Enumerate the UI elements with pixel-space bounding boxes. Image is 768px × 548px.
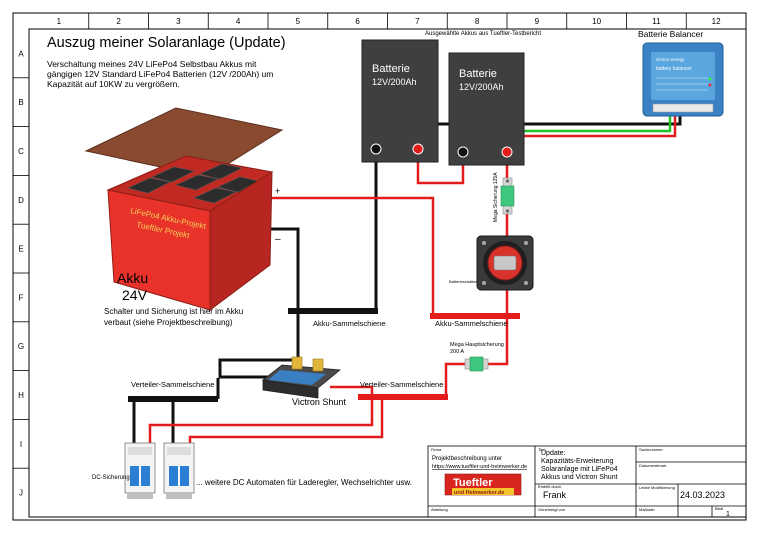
- dc-breaker-1: [124, 442, 156, 499]
- battery-1-positive-terminal: [412, 143, 424, 155]
- tb-blatt-label: Blatt: [715, 506, 724, 511]
- tb-letzte-label: Letzte Modifizierung: [639, 485, 675, 490]
- akku-busbar-positive-label: Akku-Sammelschiene: [435, 319, 508, 328]
- distribution-busbar-positive-label: Verteiler-Sammelschiene: [360, 380, 443, 389]
- akku-busbar-negative: [288, 308, 378, 314]
- akku-note-1: Schalter und Sicherung ist hier im Akku: [104, 307, 243, 316]
- tueftler-logo: Tueftler und Heimwerker.de: [444, 473, 522, 496]
- column-index: 9: [535, 17, 540, 26]
- column-index: 5: [296, 17, 301, 26]
- akku-voltage: 24V: [122, 287, 148, 303]
- battery-main-switch: [476, 235, 534, 291]
- distribution-busbar-negative-label: Verteiler-Sammelschiene: [131, 380, 214, 389]
- tb-title-line-1: Update:: [541, 450, 566, 457]
- battery-1: Batterie 12V/200Ah: [361, 39, 439, 163]
- battery-2-positive-terminal: [501, 146, 513, 158]
- battery-2: Batterie 12V/200Ah: [448, 52, 525, 166]
- mega-main-fuse-rating: 200 A: [450, 349, 464, 355]
- battery-switch-label: Batterieschalter: [449, 279, 477, 284]
- mega-fuse-small-label: Mega Sicherung 125A: [493, 172, 499, 222]
- dc-breaker-label: DC-Sicherung: [92, 475, 130, 481]
- column-index: 3: [176, 17, 181, 26]
- victron-shunt-label: Victron Shunt: [292, 397, 346, 407]
- akku-busbar-positive: [430, 313, 520, 319]
- battery-caption: Ausgewählte Akkus aus Tueftler-Testberic…: [425, 31, 541, 37]
- row-index: J: [19, 489, 23, 498]
- description-line-1: Verschaltung meines 24V LiFePo4 Selbstba…: [47, 59, 257, 69]
- description-line-2: gängigen 12V Standard LiFePo4 Batterien …: [47, 69, 273, 79]
- mega-fuse-small: [500, 177, 515, 215]
- column-index: 6: [355, 17, 360, 26]
- mega-main-fuse-label: Mega Hauptsicherung: [450, 342, 504, 348]
- column-index: 1: [57, 17, 62, 26]
- battery-1-spec: 12V/200Ah: [372, 77, 417, 87]
- victron-battery-balancer: victron energy battery balancer: [642, 42, 724, 117]
- tb-title-line-3: Solaranlage mit LiFePo4: [541, 466, 618, 473]
- akku-label: Akku: [117, 270, 148, 286]
- column-index: 7: [415, 17, 420, 26]
- balancer-name: battery balancer: [656, 66, 692, 72]
- balancer-title: Batterie Balancer: [638, 29, 703, 39]
- row-index: F: [19, 293, 24, 302]
- akku-busbar-negative-label: Akku-Sammelschiene: [313, 319, 386, 328]
- more-breakers-note: ... weitere DC Automaten für Laderegler,…: [196, 478, 412, 487]
- tb-sheet-number: 1: [726, 511, 730, 518]
- column-index: 12: [712, 17, 721, 26]
- battery-1-negative-terminal: [370, 143, 382, 155]
- column-index: 2: [116, 17, 121, 26]
- distribution-busbar-positive: [358, 394, 448, 400]
- title-block: [427, 445, 747, 518]
- tb-title-line-4: Akkus und Victron Shunt: [541, 474, 618, 481]
- battery-2-negative-terminal: [457, 146, 469, 158]
- tb-titel-label: Titel: [538, 447, 546, 452]
- tb-author: Frank: [543, 490, 567, 500]
- tb-date: 24.03.2023: [680, 490, 725, 500]
- column-index: 4: [236, 17, 241, 26]
- row-index: D: [18, 196, 24, 205]
- tb-title-line-2: Kapazitäts-Erweiterung: [541, 458, 613, 465]
- column-index: 8: [475, 17, 480, 26]
- logo-top: Tueftler: [453, 477, 493, 489]
- tb-abteilung-label: Abteilung: [431, 507, 448, 512]
- victron-shunt: [262, 356, 342, 399]
- tb-project-line: Projektbeschreibung unter: [432, 456, 502, 462]
- mega-main-fuse: [464, 356, 489, 372]
- tb-project-url: https://www.tueftler-und-heimwerker.de: [432, 464, 527, 470]
- row-index: A: [18, 49, 24, 58]
- tb-firma-label: Firma: [431, 447, 442, 452]
- column-index: 10: [592, 17, 601, 26]
- battery-1-label: Batterie: [372, 63, 410, 75]
- dc-breaker-2: [163, 442, 195, 499]
- distribution-busbar-negative: [128, 396, 218, 402]
- tb-sachnummer-label: Sachnummer: [639, 447, 663, 452]
- battery-2-spec: 12V/200Ah: [459, 82, 504, 92]
- column-index: 11: [652, 17, 661, 26]
- row-index: I: [20, 440, 22, 449]
- tb-dokumentenart-label: Dokumentenart: [639, 463, 667, 468]
- row-index: E: [18, 245, 23, 254]
- akku-plus-sign: +: [275, 186, 280, 196]
- battery-2-label: Batterie: [459, 68, 497, 80]
- row-index: G: [18, 342, 24, 351]
- row-ruler: A B C D E F G H I J: [13, 49, 29, 498]
- akku-note-2: verbaut (siehe Projektbeschreibung): [104, 318, 233, 327]
- tb-genehmigt-label: Genehmigt von: [538, 507, 565, 512]
- page-title: Auszug meiner Solaranlage (Update): [47, 35, 286, 51]
- logo-bottom: und Heimwerker.de: [454, 490, 504, 496]
- description-line-3: Kapazität auf 10KW zu vergrößern.: [47, 79, 180, 89]
- row-index: C: [18, 147, 24, 156]
- row-index: H: [18, 391, 24, 400]
- tb-erstellt-label: Erstellt durch: [538, 484, 561, 489]
- balancer-brand: victron energy: [656, 57, 685, 62]
- row-index: B: [18, 98, 23, 107]
- akku-minus-sign: –: [275, 234, 281, 245]
- tb-massstab-label: Maßstab: [639, 507, 655, 512]
- akku-24v: LiFePo4 Akku-Projekt Tueftler Projekt: [84, 107, 284, 311]
